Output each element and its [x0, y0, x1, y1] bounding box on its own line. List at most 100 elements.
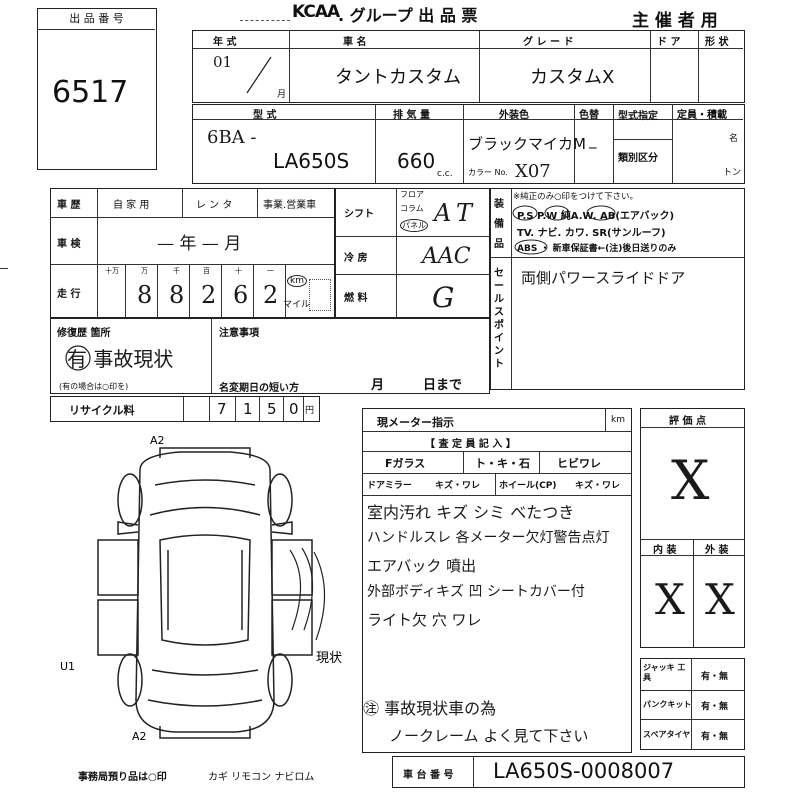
form-title: . グループ 出 品 票 — [338, 6, 478, 25]
interior-label: 内 装 — [653, 545, 677, 556]
puncture-label: パンクキット — [643, 700, 692, 709]
mileage-unit-1: 一 — [267, 267, 274, 275]
repair-label: 修復歴 箇所 — [57, 328, 111, 339]
class-label: 類別区分 — [618, 153, 658, 164]
type-prefix: 6BA - — [207, 127, 257, 148]
equipment-circles — [512, 205, 616, 255]
ac-value: AAC — [422, 244, 471, 269]
chassis-value: LA650S-0008007 — [493, 759, 675, 783]
displacement-label: 排 気 量 — [393, 110, 430, 121]
mileage-mile: マイル — [283, 300, 311, 310]
history-label: 車 歴 — [57, 200, 81, 211]
interior-value: X — [655, 575, 685, 624]
exterior-value: X — [705, 575, 735, 624]
year-label: 年 式 — [213, 37, 237, 48]
mileage-km: km — [287, 275, 307, 287]
recycle-digit-3: 5 — [267, 400, 277, 418]
cc-unit: c.c. — [437, 169, 453, 179]
capacity-label: 定員・積載 — [677, 110, 727, 121]
sales-point-value: 両側パワースライドドア — [521, 269, 686, 287]
color-number-label: カラー No. — [468, 168, 508, 177]
recycle-yen: 円 — [305, 406, 315, 416]
recycle-label: リサイクル料 — [69, 404, 135, 417]
spare-option: 有・無 — [701, 732, 729, 742]
mileage-digit-1k: 8 — [169, 281, 185, 309]
color-number-value: X07 — [515, 161, 551, 182]
grade-value: カスタムX — [530, 67, 615, 88]
equipment-note: ※純正のみ○印をつけて下さい。 — [513, 192, 639, 202]
rating-value: X — [671, 449, 710, 512]
fuel-label: 燃 料 — [344, 293, 368, 304]
door-mirror-label: ドアミラー — [367, 481, 412, 491]
inspector-note-2: ハンドルスレ 各メーター欠灯警告点灯 — [367, 530, 610, 546]
mileage-unit-100k: 十万 — [105, 267, 119, 275]
shift-label: シフト — [344, 209, 374, 220]
color-change-value: _ — [589, 131, 597, 149]
lot-number-label: 出 品 番 号 — [38, 9, 155, 30]
mileage-unit-1k: 千 — [173, 267, 180, 275]
mileage-digit-10k: 8 — [137, 281, 153, 309]
office-items-label: 事務局預り品は○印 — [78, 772, 167, 783]
lot-number-box: 出 品 番 号 6517 — [37, 8, 157, 170]
equipment-line2: TV. ナビ. カワ. SR(サンルーフ) — [517, 228, 666, 239]
color-label: 外装色 — [499, 110, 529, 121]
inspection-value: — 年 — 月 — [157, 234, 242, 254]
car-outline — [135, 451, 275, 733]
displacement-value: 660 — [397, 149, 436, 173]
margin-mark — [0, 268, 8, 269]
designation-label: 型式指定 — [618, 111, 658, 122]
brand-logo: KCAA — [292, 2, 340, 22]
year-slash — [246, 56, 272, 94]
puncture-option: 有・無 — [701, 702, 729, 712]
recycle-fee-row: リサイクル料 7 1 5 0 円 — [50, 396, 320, 422]
history-block: 車 歴 自 家 用 レ ン タ 事業.営業車 車 検 — 年 — 月 走 行 十… — [50, 188, 335, 318]
model-value: タントカスタム — [335, 67, 461, 88]
chassis-label: 車 台 番 号 — [403, 770, 454, 781]
diagram-a2-top: A2 — [150, 434, 165, 447]
shift-column: コラム — [400, 204, 424, 213]
equipment-line1: P.S P.W 純A.W. AB(エアバック) — [517, 211, 675, 222]
recycle-digit-2: 1 — [243, 400, 253, 418]
repair-caution-block: 修復歴 箇所 有 事故現状 (有の場合は○印を) 注意事項 名変期日の短い方 月… — [50, 318, 490, 394]
inspector-note-3: エアバック 噴出 — [367, 557, 477, 575]
shape-label: 形 状 — [705, 37, 729, 48]
wheel-label: ホイール(CP) — [499, 481, 557, 491]
history-own-use: 自 家 用 — [113, 200, 150, 211]
chassis-number-box: 車 台 番 号 LA650S-0008007 — [392, 756, 745, 788]
type-value: LA650S — [273, 149, 350, 173]
caution-label: 注意事項 — [219, 328, 259, 339]
rating-label: 評 価 点 — [669, 416, 706, 427]
equipment-line3: ABS ・ 新車保証書←(注)後日送りのみ — [517, 244, 677, 254]
f-glass-label: Fガラス — [385, 457, 426, 470]
wheel-options: キズ・ワレ — [575, 481, 621, 491]
vehicle-info-row2: 型 式 排 気 量 外装色 色替 型式指定 類別区分 定員・積載 名 トン 6B… — [192, 104, 745, 184]
inspector-label: 【 査 定 員 記 入 】 — [425, 439, 516, 450]
diagram-u1: U1 — [60, 660, 75, 673]
shift-value: AT — [434, 199, 479, 227]
history-business: 事業.営業車 — [263, 200, 317, 211]
shift-panel: パネル — [400, 219, 428, 232]
month-mark: 月 — [277, 90, 287, 100]
diagram-condition: 現状 — [316, 651, 342, 666]
mileage-unit-10k: 万 — [141, 267, 148, 275]
mileage-digit-1: 2 — [263, 281, 279, 309]
lot-number-value: 6517 — [52, 75, 129, 110]
inspector-note-1: 室内汚れ キズ シミ べたつき — [367, 503, 575, 522]
mileage-label: 走 行 — [57, 289, 81, 300]
office-items: カギ リモコン ナビロム — [208, 772, 315, 783]
meter-km: km — [611, 415, 625, 425]
inspector-note-7: ノークレーム よく見て下さい — [389, 727, 589, 745]
meter-label: 現メーター指示 — [377, 416, 454, 429]
equipment-block: 装備品 ※純正のみ○印をつけて下さい。 P.S P.W 純A.W. AB(エアバ… — [490, 188, 745, 390]
inspector-note-5: ライト欠 穴 ワレ — [367, 611, 482, 629]
mileage-unit-100: 百 — [203, 267, 210, 275]
name-change-month: 月 — [371, 378, 385, 393]
inspection-label: 車 検 — [57, 239, 81, 250]
name-change-label: 名変期日の短い方 — [219, 383, 299, 394]
jack-label: ジャッキ 工具 — [643, 663, 686, 682]
type-label: 型 式 — [253, 110, 277, 121]
mileage-digit-100: 2 — [201, 281, 217, 309]
shift-ac-fuel-block: シフト フロア コラム パネル AT 冷 房 AAC 燃 料 G — [335, 188, 490, 318]
mileage-unit-10: 十 — [235, 267, 242, 275]
persons-unit: 名 — [729, 134, 739, 144]
